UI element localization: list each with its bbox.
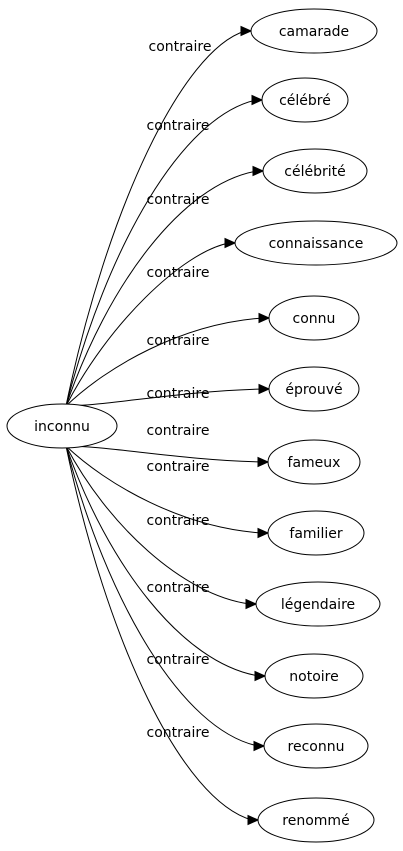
edge-label: contraire [147, 513, 210, 529]
node-ellipse [255, 581, 381, 627]
node-ellipse [261, 77, 349, 123]
node-ellipse [6, 403, 118, 449]
edges-layer [65, 25, 271, 826]
arrowhead-camarade [240, 25, 253, 37]
node-ellipse [268, 366, 360, 412]
edge-reconnu [65, 445, 259, 747]
arrowhead-connu [258, 312, 271, 324]
node-ellipse [257, 797, 375, 843]
target-node-fameux[interactable]: fameux [267, 439, 361, 485]
edge-label: contraire [147, 459, 210, 475]
node-label: connu [293, 311, 336, 327]
target-node-célébrité[interactable]: célébrité [262, 148, 368, 194]
arrowhead-célébré [251, 94, 264, 106]
source-label: inconnu [34, 419, 90, 435]
node-ellipse [267, 510, 365, 556]
target-node-connu[interactable]: connu [268, 295, 360, 341]
target-node-connaissance[interactable]: connaissance [234, 220, 398, 266]
arrowhead-reconnu [253, 740, 266, 752]
edge-label: contraire [149, 39, 212, 55]
node-ellipse [263, 723, 369, 769]
arrowhead-fameux [257, 456, 270, 468]
target-node-éprouvé[interactable]: éprouvé [268, 366, 360, 412]
edge-camarade [65, 30, 246, 407]
node-label: connaissance [269, 236, 364, 252]
node-label: renommé [282, 813, 349, 829]
target-node-familier[interactable]: familier [267, 510, 365, 556]
edge-label: contraire [147, 118, 210, 134]
edge-label: contraire [147, 580, 210, 596]
node-label: célébré [279, 93, 331, 109]
target-node-reconnu[interactable]: reconnu [263, 723, 369, 769]
edge-label: contraire [147, 192, 210, 208]
node-ellipse [268, 295, 360, 341]
edge-labels-layer: contraire contraire contraire contraire cont… [147, 39, 212, 741]
target-node-renommé[interactable]: renommé [257, 797, 375, 843]
edge-label: contraire [147, 652, 210, 668]
node-ellipse [250, 8, 378, 54]
arrowhead-éprouvé [258, 383, 271, 395]
node-ellipse [264, 653, 364, 699]
arrowhead-renommé [247, 814, 260, 826]
node-label: familier [289, 526, 342, 542]
target-node-légendaire[interactable]: légendaire [255, 581, 381, 627]
arrowhead-légendaire [245, 598, 258, 610]
edge-familier [65, 445, 263, 534]
node-label: célébrité [284, 164, 345, 180]
target-node-camarade[interactable]: camarade [250, 8, 378, 54]
edge-célébré [65, 99, 257, 407]
node-label: notoire [289, 669, 338, 685]
edge-célébrité [65, 170, 258, 407]
node-label: reconnu [288, 739, 345, 755]
edge-connu [65, 317, 264, 407]
nodes-layer: camarade célébré célébrité connaissance conn… [6, 8, 398, 843]
target-node-célébré[interactable]: célébré [261, 77, 349, 123]
edge-label: contraire [147, 333, 210, 349]
source-node[interactable]: inconnu [6, 403, 118, 449]
arrowhead-connaissance [224, 237, 237, 249]
arrowhead-célébrité [252, 165, 265, 177]
edge-label: contraire [147, 265, 210, 281]
edge-connaissance [65, 242, 230, 407]
edge-renommé [65, 445, 253, 821]
node-ellipse [234, 220, 398, 266]
node-label: légendaire [281, 597, 355, 613]
node-label: camarade [279, 24, 349, 40]
edge-label: contraire [147, 423, 210, 439]
edge-légendaire [65, 445, 251, 605]
edge-label: contraire [147, 725, 210, 741]
arrowhead-notoire [254, 670, 267, 682]
node-ellipse [267, 439, 361, 485]
node-label: fameux [288, 455, 341, 471]
edge-label: contraire [147, 386, 210, 402]
node-ellipse [262, 148, 368, 194]
edge-notoire [65, 445, 260, 677]
arrowhead-familier [257, 527, 270, 539]
node-label: éprouvé [285, 382, 342, 398]
target-node-notoire[interactable]: notoire [264, 653, 364, 699]
